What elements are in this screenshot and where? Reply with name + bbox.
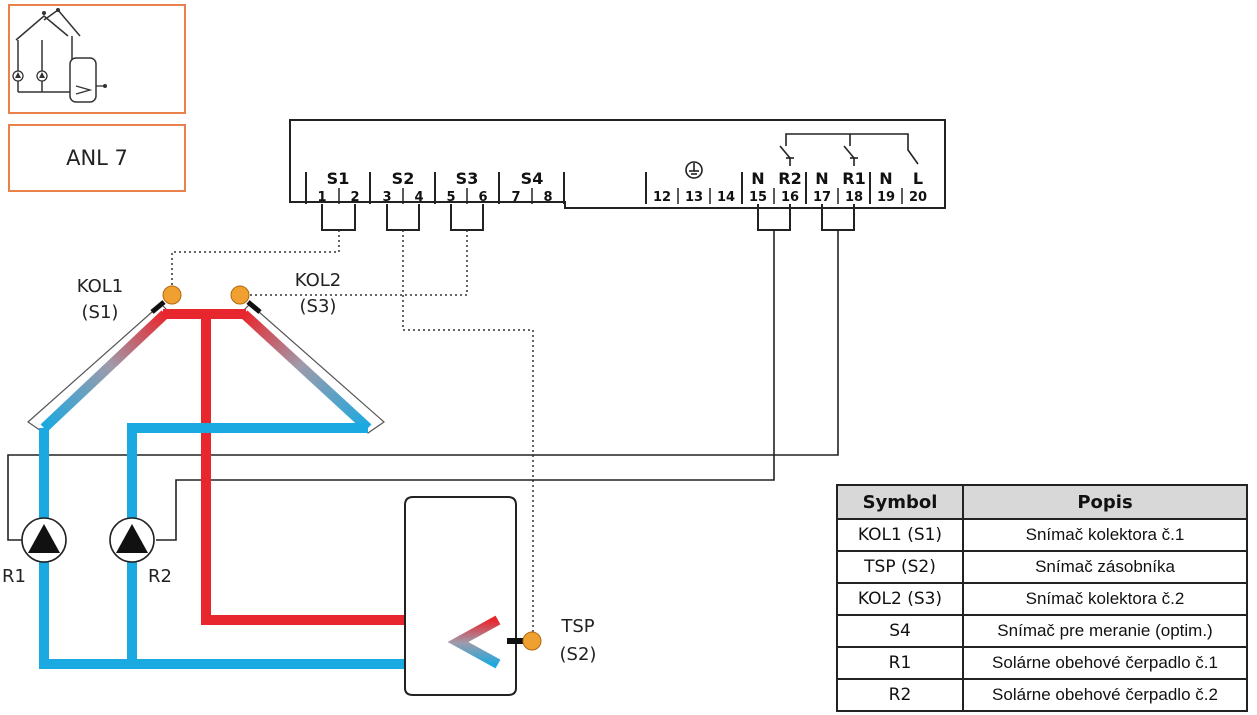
terminal-19: 19 [877,190,895,205]
terminal-5: 5 [446,190,455,205]
relay-label-r1: R1 [842,169,865,188]
terminal-7: 7 [511,190,520,205]
terminal-1: 1 [317,190,326,205]
terminal-13: 13 [685,190,703,205]
terminal-20: 20 [909,190,927,205]
relay-label-n3: N [879,169,892,188]
pump-r2-icon [109,517,155,563]
legend-symbol: KOL2 (S3) [836,582,964,616]
legend-symbol: R2 [836,678,964,712]
storage-tank [404,496,517,696]
terminal-14: 14 [717,190,735,205]
relay-label-l: L [913,169,923,188]
legend-symbol: KOL1 (S1) [836,518,964,552]
label-r1: R1 [2,566,26,587]
table-row: KOL2 (S3) Snímač kolektora č.2 [836,582,1248,616]
legend-description: Solárne obehové čerpadlo č.2 [962,678,1248,712]
hot-supply-pipe [163,309,498,625]
label-r2: R2 [148,566,172,587]
terminal-group-s2: S2 [392,169,415,188]
terminal-8: 8 [543,190,552,205]
table-row: KOL1 (S1) Snímač kolektora č.1 [836,518,1248,552]
sensor-tsp-icon [507,631,542,651]
pump-r1-icon [21,517,67,563]
pump-wires [7,230,839,541]
label-tsp-sub: (S2) [560,644,597,665]
relay-label-n2: N [815,169,828,188]
ground-icon [685,161,703,179]
legend-header-symbol: Symbol [836,484,964,520]
sensor-kol1-icon [150,285,182,314]
cold-return-pipe [39,423,502,669]
sensor-kol2-icon [230,285,262,314]
scheme-label-box: ANL 7 [8,124,186,192]
controller-unit: S1 S2 S3 S4 N R2 N R1 N L 1 2 3 4 5 6 7 … [289,119,946,209]
label-tsp: TSP [560,616,594,637]
table-row: TSP (S2) Snímač zásobníka [836,550,1248,584]
scheme-thumbnail [8,4,186,114]
terminal-15: 15 [749,190,767,205]
label-kol1-sub: (S1) [82,302,119,323]
legend-description: Solárne obehové čerpadlo č.1 [962,646,1248,680]
legend-symbol: R1 [836,646,964,680]
table-row: R1 Solárne obehové čerpadlo č.1 [836,646,1248,680]
sensor-wires [171,230,534,632]
terminal-2: 2 [350,190,359,205]
legend-description: Snímač kolektora č.2 [962,582,1248,616]
table-row: S4 Snímač pre meranie (optim.) [836,614,1248,648]
terminal-16: 16 [781,190,799,205]
terminal-3: 3 [382,190,391,205]
terminal-group-s3: S3 [456,169,479,188]
terminal-4: 4 [414,190,423,205]
relay-label-r2: R2 [778,169,801,188]
terminal-6: 6 [478,190,487,205]
relay-contacts [779,133,919,166]
legend-description: Snímač kolektora č.1 [962,518,1248,552]
scheme-label: ANL 7 [66,146,128,170]
label-kol1: KOL1 [77,276,123,297]
terminal-18: 18 [845,190,863,205]
terminal-group-s1: S1 [327,169,350,188]
terminal-17: 17 [813,190,831,205]
collector-kol1 [27,303,172,434]
table-row: R2 Solárne obehové čerpadlo č.2 [836,678,1248,712]
terminal-group-s4: S4 [521,169,544,188]
legend-symbol: TSP (S2) [836,550,964,584]
relay-label-n1: N [751,169,764,188]
legend-symbol: S4 [836,614,964,648]
legend-header-description: Popis [962,484,1248,520]
legend-description: Snímač zásobníka [962,550,1248,584]
terminal-12: 12 [653,190,671,205]
legend-header-row: Symbol Popis [836,484,1248,520]
legend-table: Symbol Popis KOL1 (S1) Snímač kolektora … [836,484,1248,712]
label-kol2: KOL2 [295,270,341,291]
label-kol2-sub: (S3) [300,296,337,317]
legend-description: Snímač pre meranie (optim.) [962,614,1248,648]
collector-kol2 [239,303,385,434]
scheme-thumbnail-icon [12,8,107,103]
